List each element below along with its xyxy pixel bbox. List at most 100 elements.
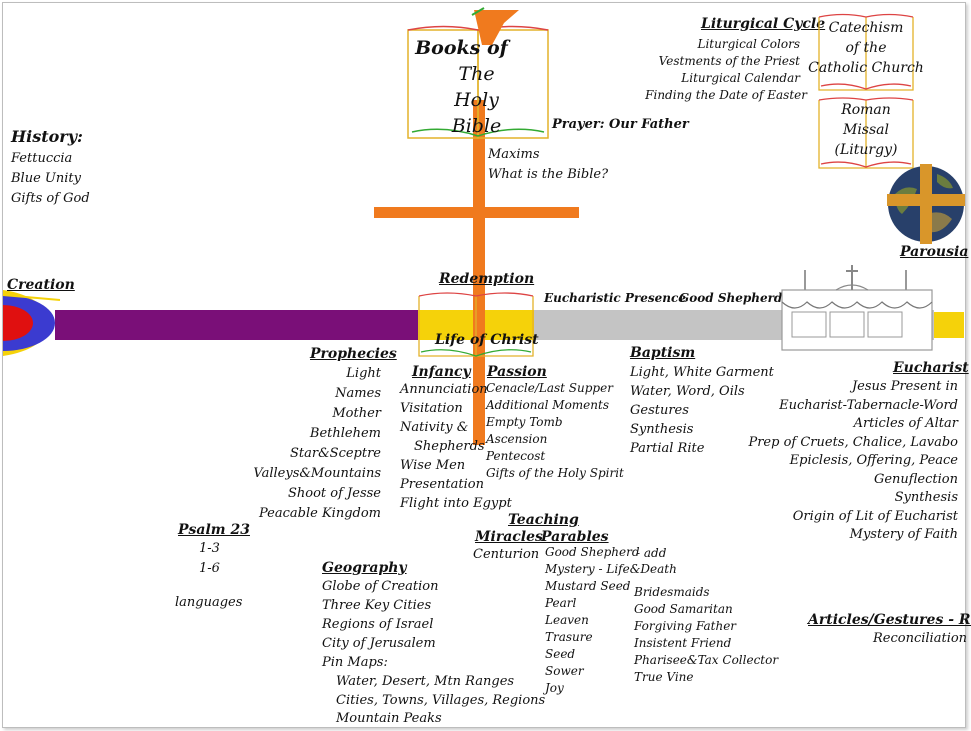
infancy-item: Annunciation — [400, 382, 488, 397]
eucharist-item: Prep of Cruets, Chalice, Lavabo — [748, 434, 958, 450]
catechism-line1: Catechism — [828, 20, 904, 36]
parable-item: Joy — [545, 681, 564, 695]
infancy-item: Wise Men — [400, 458, 466, 473]
parables-title: Parables — [541, 529, 609, 545]
parable-item: Pearl — [545, 596, 577, 610]
geography-item: Pin Maps: — [322, 655, 388, 670]
eucharistic-presence-label: Eucharistic Presence — [544, 291, 686, 305]
infancy-item: Shepherds — [414, 439, 485, 454]
parable-more-item: True Vine — [634, 670, 694, 684]
life-of-christ-label: Life of Christ — [435, 332, 539, 348]
prophecy-item: Valleys&Mountains — [253, 466, 381, 481]
prophecy-item: Shoot of Jesse — [288, 486, 381, 501]
articles-title: Articles/Gestures - Rite — [808, 612, 971, 628]
infancy-item: Visitation — [400, 401, 463, 416]
redemption-book-icon — [418, 292, 534, 357]
history-item: Blue Unity — [11, 171, 81, 186]
liturgical-cycle-title: Liturgical Cycle — [701, 16, 826, 32]
eucharist-item: Epiclesis, Offering, Peace — [789, 453, 958, 468]
catechism-line2: of the — [845, 40, 887, 56]
baptism-item: Gestures — [630, 403, 689, 418]
geography-sub-item: Cities, Towns, Villages, Regions — [336, 692, 546, 708]
prophecy-item: Light — [346, 366, 381, 381]
bible-title-line2: The — [458, 63, 495, 85]
passion-item: Ascension — [486, 432, 548, 446]
prophecy-item: Bethlehem — [309, 426, 381, 441]
geography-sub-item: Mountain Peaks — [336, 711, 442, 726]
baptism-item: Light, White Garment — [630, 365, 774, 380]
catechism-line3: Catholic Church — [808, 60, 924, 76]
infancy-item: Presentation — [400, 477, 484, 492]
miracles-item: Centurion — [473, 547, 540, 562]
prophecy-item: Mother — [332, 406, 381, 421]
geography-item: Globe of Creation — [322, 579, 439, 594]
psalm-item: 1-6 — [199, 561, 220, 576]
baptism-item: Synthesis — [630, 422, 694, 437]
parable-item: Seed — [545, 647, 576, 661]
parousia-label: Parousia — [900, 244, 969, 260]
passion-item: Gifts of the Holy Spirit — [486, 466, 624, 480]
missal-line1: Roman — [841, 102, 891, 118]
liturgical-item: Finding the Date of Easter — [645, 88, 807, 102]
parable-more-item: Forgiving Father — [634, 619, 737, 633]
missal-line2: Missal — [842, 122, 889, 138]
bible-title-line1: Books of — [415, 37, 508, 59]
eucharist-item: Articles of Altar — [853, 416, 958, 431]
parable-item: Mustard Seed — [545, 579, 631, 593]
parable-item: Mystery - Life&Death — [545, 562, 677, 576]
catechism-title: Catechism of the Catholic Church — [807, 18, 925, 78]
bible-item-what-is-bible: What is the Bible? — [488, 167, 609, 182]
geography-item: Three Key Cities — [322, 598, 432, 613]
good-shepherd-label: Good Shepherd — [679, 291, 783, 305]
eucharist-list: Jesus Present in Eucharist-Tabernacle-Wo… — [740, 378, 958, 545]
miracles-title: Miracles — [475, 529, 543, 545]
parable-more-item: Pharisee&Tax Collector — [634, 653, 779, 667]
parable-item: Leaven — [545, 613, 589, 627]
passion-item: Additional Moments — [486, 398, 609, 412]
passion-list: Cenacle/Last Supper Additional Moments E… — [486, 380, 624, 482]
creation-label: Creation — [7, 277, 75, 293]
parable-item: Good Shepherd — [545, 545, 640, 559]
eucharist-item: Genuflection — [873, 471, 958, 487]
geography-title: Geography — [322, 560, 407, 576]
history-item: Fettuccia — [11, 151, 73, 166]
eucharist-item: Mystery of Faith — [849, 527, 958, 542]
prophecy-item: Peacable Kingdom — [259, 506, 381, 521]
baptism-item: Water, Word, Oils — [630, 384, 745, 399]
baptism-list: Light, White Garment Water, Word, Oils G… — [630, 363, 774, 458]
geography-sublist: Water, Desert, Mtn Ranges Cities, Towns,… — [336, 672, 545, 728]
parable-item: Sower — [545, 664, 584, 678]
parables-more-list: Bridesmaids Good Samaritan Forgiving Fat… — [634, 584, 778, 686]
geography-item: Regions of Israel — [322, 617, 434, 632]
open-book-icon — [407, 7, 549, 139]
prophecies-list: Light Names Mother Bethlehem Star&Sceptr… — [200, 364, 381, 524]
bible-title-line3: Holy Bible — [451, 89, 502, 137]
geography-item: City of Jerusalem — [322, 636, 436, 651]
globe-cross-icon — [887, 164, 965, 244]
liturgical-item: Liturgical Colors — [697, 37, 800, 51]
psalm-item: 1-3 — [199, 541, 220, 556]
parable-more-item: Insistent Friend — [634, 636, 732, 650]
passion-title: Passion — [487, 364, 547, 380]
geography-list: Globe of Creation Three Key Cities Regio… — [322, 577, 438, 672]
baptism-item: Partial Rite — [630, 441, 705, 456]
catechism-book-icon — [818, 13, 914, 91]
parable-item: Trasure — [545, 630, 593, 644]
timeline-purple-segment — [55, 310, 420, 340]
geography-sub-item: Water, Desert, Mtn Ranges — [336, 674, 515, 689]
parable-more-item: Good Samaritan — [634, 602, 733, 616]
teaching-title: Teaching — [508, 512, 579, 528]
altar-icon — [781, 265, 933, 351]
baptism-title: Baptism — [630, 345, 696, 361]
prophecies-title: Prophecies — [310, 346, 397, 362]
parables-add: - add — [636, 546, 667, 560]
passion-item: Pentecost — [486, 449, 546, 463]
eucharist-item: Synthesis — [894, 490, 958, 505]
infancy-item: Nativity & — [400, 420, 469, 435]
parables-list: Good Shepherd Mystery - Life&Death Musta… — [545, 544, 677, 697]
liturgical-item: Vestments of the Priest — [658, 54, 800, 68]
history-list: Fettuccia Blue Unity Gifts of God — [11, 149, 90, 209]
liturgical-list: Liturgical Colors Vestments of the Pries… — [640, 36, 807, 104]
passion-item: Empty Tomb — [486, 415, 563, 429]
